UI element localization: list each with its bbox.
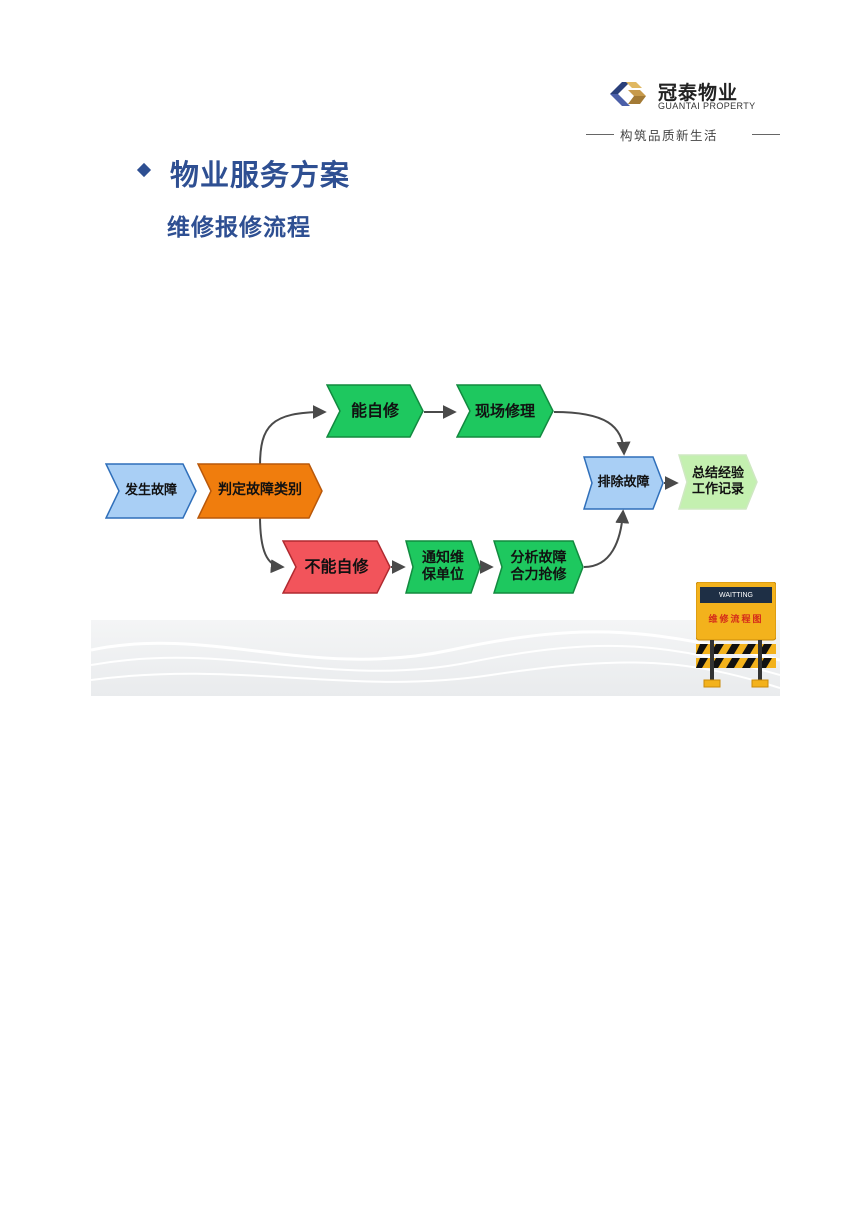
logo-mark-icon xyxy=(610,82,646,106)
connector-classify-to-cannot xyxy=(259,515,285,574)
connector-onsite-to-eliminate xyxy=(553,411,631,456)
node-onsite-repair: 现场修理 xyxy=(456,384,554,438)
node-summary-line1: 总结经验 xyxy=(691,465,744,481)
slogan-rule-right xyxy=(752,134,780,135)
node-eliminate-fault-label: 排除故障 xyxy=(597,474,650,490)
node-summary-label: 总结经验 工作记录 xyxy=(692,466,744,499)
node-onsite-repair-label: 现场修理 xyxy=(474,401,535,420)
node-notify-maintenance-label: 通知维 保单位 xyxy=(422,550,464,585)
node-cannot-self-repair: 不能自修 xyxy=(282,540,391,594)
node-classify-fault: 判定故障类别 xyxy=(197,463,323,519)
node-notify-line1: 通知维 xyxy=(422,549,464,566)
node-notify-line2: 保单位 xyxy=(422,567,464,583)
node-summary-line2: 工作记录 xyxy=(691,482,744,497)
repair-flowchart: 发生故障 判定故障类别 能自修 现场修理 不能自修 通知维 保单位 分析故障 合… xyxy=(91,336,780,696)
node-classify-fault-label: 判定故障类别 xyxy=(218,482,302,499)
node-cannot-self-repair-label: 不能自修 xyxy=(304,557,369,576)
node-analyze-line1: 分析故障 xyxy=(510,549,567,566)
flow-connectors xyxy=(259,405,679,574)
node-self-repair-label: 能自修 xyxy=(350,401,399,420)
slogan-rule-left xyxy=(586,134,614,135)
node-analyze-repair-label: 分析故障 合力抢修 xyxy=(511,550,567,585)
company-name-en: GUANTAI PROPERTY xyxy=(658,101,756,111)
slogan: 构筑品质新生活 xyxy=(586,125,780,143)
node-fault-occurs-label: 发生故障 xyxy=(124,482,177,498)
node-self-repair: 能自修 xyxy=(326,384,424,438)
construction-sign: WAITTING 维修流程图 xyxy=(695,581,777,688)
connector-analyze-to-eliminate xyxy=(583,509,630,568)
section-subtitle: 维修报修流程 xyxy=(167,215,311,241)
node-notify-maintenance: 通知维 保单位 xyxy=(405,540,481,594)
sign-title: 维修流程图 xyxy=(708,615,764,625)
wave-background xyxy=(91,620,780,696)
section-title: 物业服务方案 xyxy=(170,158,351,192)
node-analyze-repair: 分析故障 合力抢修 xyxy=(493,540,584,594)
sign-waiting-label: WAITTING xyxy=(700,587,772,603)
company-logo: 冠泰物业 GUANTAI PROPERTY xyxy=(606,76,766,116)
diamond-bullet-icon xyxy=(136,162,152,178)
node-summary-record: 总结经验 工作记录 xyxy=(678,454,758,510)
node-analyze-line2: 合力抢修 xyxy=(510,567,567,583)
slogan-text: 构筑品质新生活 xyxy=(620,128,719,143)
connector-classify-to-self-repair xyxy=(259,405,327,467)
node-eliminate-fault: 排除故障 xyxy=(583,456,664,510)
node-fault-occurs: 发生故障 xyxy=(105,463,197,519)
company-name: 冠泰物业 xyxy=(658,82,739,104)
